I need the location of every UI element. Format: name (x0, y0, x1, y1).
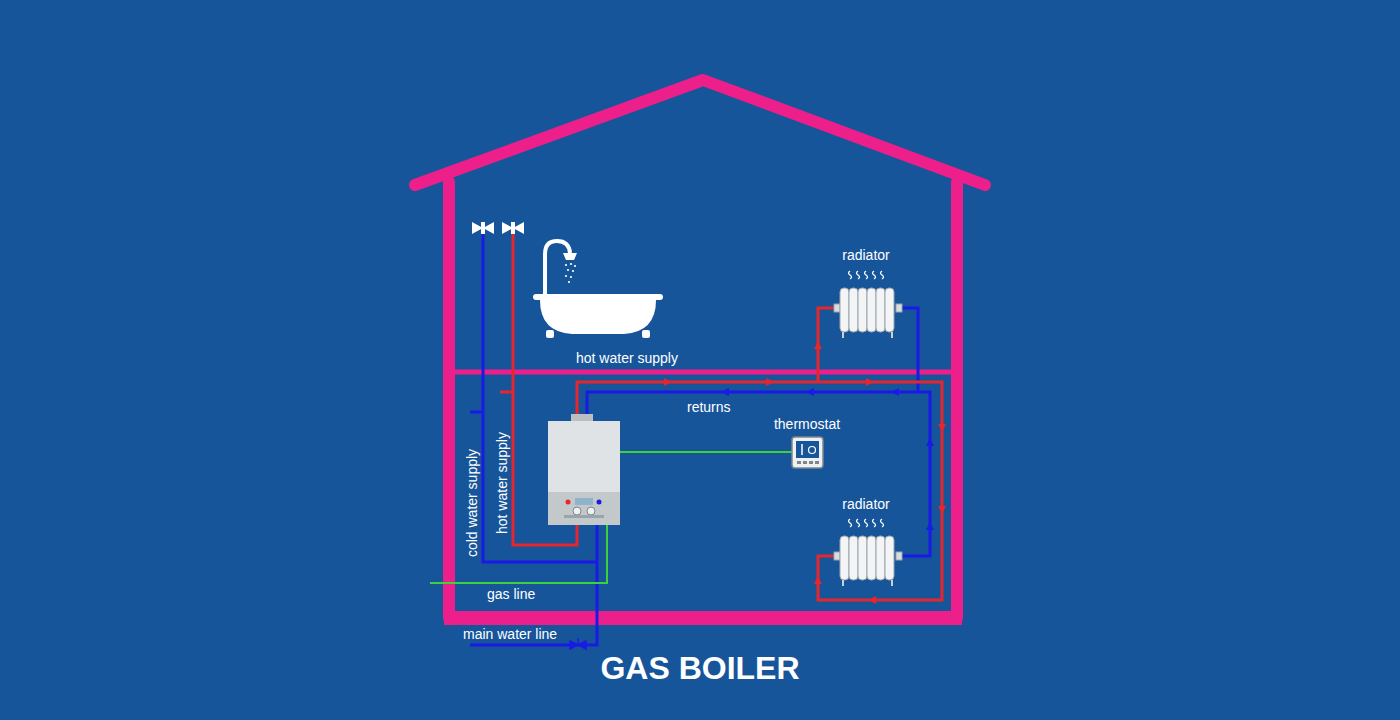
pipe-label: gas line (487, 585, 535, 603)
boiler-flue (571, 414, 593, 422)
radiator-node: radiator (826, 246, 906, 340)
arrow (938, 506, 946, 514)
valve (578, 641, 586, 649)
thermostat-buttons (797, 461, 819, 464)
thermostat-node: thermostat (762, 415, 852, 471)
arrow (814, 341, 822, 349)
arrow (814, 576, 822, 584)
arrow (868, 596, 876, 604)
arrow (806, 388, 814, 396)
arrow (891, 388, 899, 396)
return-pipe (587, 392, 930, 556)
bathtub (533, 241, 663, 338)
house-outline (415, 80, 985, 618)
tub-foot (642, 330, 650, 338)
taps (472, 222, 524, 234)
node-heading: radiator (826, 246, 906, 264)
boiler-display (575, 498, 593, 505)
roof (415, 80, 985, 185)
arrow (866, 378, 874, 386)
thermometer (801, 444, 803, 455)
cold-water-pipe (483, 232, 597, 562)
shower-pipe (545, 241, 570, 296)
water-drops (565, 263, 576, 283)
pipe-stub (500, 391, 513, 394)
boiler-panel (548, 492, 620, 525)
radiator-node: radiator (826, 495, 906, 589)
node-heading: thermostat (762, 415, 852, 433)
indicator (597, 500, 602, 505)
thermostat-body (792, 437, 823, 468)
indicator (566, 500, 571, 505)
snowflake (809, 447, 816, 454)
wall (951, 182, 963, 618)
tub-rim (533, 294, 663, 300)
diagram-title: GAS BOILER (0, 648, 1400, 688)
pipe-label: main water line (463, 625, 557, 643)
return-pipe (898, 308, 918, 392)
pipe-label: hot water supply (493, 432, 511, 534)
boiler-case (548, 421, 620, 525)
pipe-stub (470, 411, 483, 414)
thermostat-screen (796, 441, 819, 458)
flow-pipe (818, 308, 836, 382)
knob (587, 507, 595, 515)
gas-pipe (430, 525, 607, 583)
tub-body (540, 300, 656, 334)
pipe-label: cold water supply (463, 449, 481, 557)
tub-foot (546, 330, 554, 338)
upper-floor (455, 370, 951, 375)
thermostat-wire (620, 451, 792, 453)
valve-stem (577, 638, 579, 645)
boiler-vent (564, 515, 604, 518)
heating-pipes (577, 308, 942, 600)
radiator-icon (834, 519, 902, 586)
thermostat-icon (792, 437, 823, 468)
arrow (938, 424, 946, 432)
arrow (926, 438, 934, 446)
shower-head (563, 253, 577, 260)
flow-arrows (664, 341, 946, 604)
pipe-label: hot water supply (576, 349, 678, 367)
radiator-icon (834, 271, 902, 338)
arrow (721, 388, 729, 396)
pipe-label: returns (687, 398, 731, 416)
arrow (664, 378, 672, 386)
flow-pipe (577, 382, 942, 600)
knob (573, 507, 581, 515)
tap (511, 222, 515, 234)
domestic-pipes (430, 232, 792, 645)
arrow (766, 378, 774, 386)
boiler (548, 414, 620, 525)
tap (481, 222, 485, 234)
wall (443, 182, 455, 618)
ground-floor (444, 611, 962, 625)
node-heading: radiator (826, 495, 906, 513)
valve-symbol (570, 638, 586, 649)
arrow (926, 522, 934, 530)
